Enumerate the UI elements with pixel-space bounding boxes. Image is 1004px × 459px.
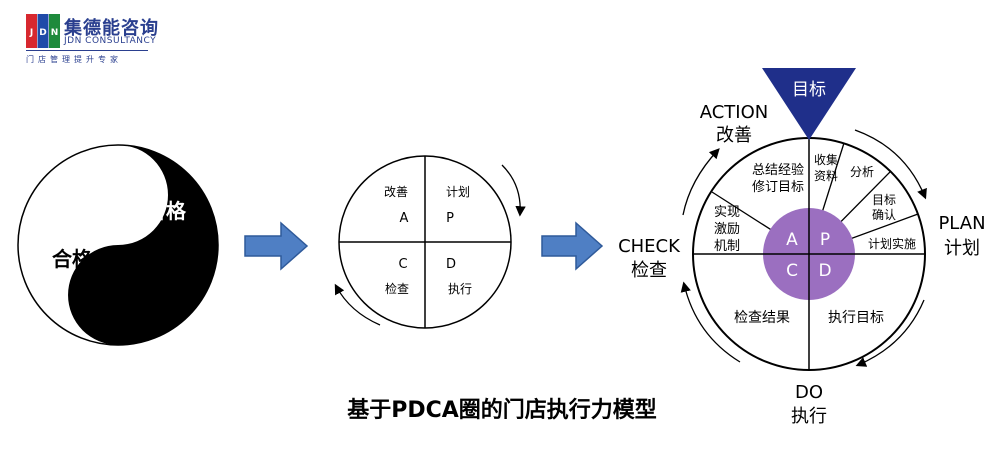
core-c: C — [786, 261, 798, 281]
phase-plan-en: PLAN — [938, 213, 985, 234]
phase-do-en: DO — [795, 382, 823, 403]
phase-check-en: CHECK — [618, 236, 681, 257]
diagram-caption: 基于PDCA圈的门店执行力模型 — [347, 398, 657, 423]
segment-implement: 计划实施 — [868, 236, 916, 251]
pdca-basic-improve: 改善 — [384, 184, 408, 199]
core-a: A — [786, 230, 798, 250]
pdca-basic-check: 检查 — [385, 281, 409, 296]
segment-reward-line3: 机制 — [714, 239, 740, 254]
logo-letter-j: J — [29, 28, 33, 38]
segment-confirm-line2: 确认 — [872, 208, 896, 222]
phase-plan-cn: 计划 — [944, 238, 980, 259]
pdca-detail-circle: A P C D 目标 总结经验 修订目标 收集 资料 分析 目标 确认 计划实施… — [618, 68, 986, 427]
pdca-basic-do: 执行 — [448, 282, 472, 296]
segment-collect-line2: 资料 — [814, 169, 838, 183]
pdca-basic-d: D — [446, 257, 456, 272]
yin-dot — [102, 176, 122, 196]
segment-check-results: 检查结果 — [734, 310, 790, 326]
pdca-basic-plan: 计划 — [446, 185, 470, 199]
yang-dot — [97, 267, 119, 289]
yin-yang-symbol: 不合格 合格 — [17, 144, 219, 346]
logo-tagline: 门店管理提升专家 — [26, 55, 122, 64]
phase-check-cn: 检查 — [631, 260, 667, 281]
core-p: P — [820, 230, 830, 250]
goal-label: 目标 — [792, 80, 826, 100]
segment-execute-goals: 执行目标 — [828, 310, 884, 326]
phase-do-cn: 执行 — [791, 406, 827, 427]
segment-confirm-line1: 目标 — [872, 193, 896, 207]
right-arrow-2 — [541, 221, 604, 271]
rotation-arrow-top — [501, 164, 526, 217]
cycle-arrow-plan-do — [855, 299, 925, 367]
pdca-basic-p: P — [446, 211, 454, 226]
pdca-basic-a: A — [400, 211, 409, 226]
label-unqualified: 不合格 — [126, 199, 187, 223]
segment-summary-line1: 总结经验 — [752, 162, 804, 178]
pdca-basic-c: C — [398, 257, 407, 272]
rotation-arrow-bottom — [334, 283, 381, 326]
label-qualified: 合格 — [52, 247, 93, 271]
jdn-logo-mark: J D N — [26, 14, 60, 48]
segment-analyze: 分析 — [850, 165, 874, 179]
segment-reward-line1: 实现 — [714, 205, 740, 220]
segment-reward-line2: 激励 — [714, 222, 740, 237]
pdca-basic-circle: 改善 A 计划 P C 检查 D 执行 — [334, 155, 526, 329]
logo-name-en: JDN CONSULTANCY — [64, 36, 157, 46]
phase-action-cn: 改善 — [716, 125, 752, 146]
cycle-arrow-action-plan — [854, 129, 927, 200]
cycle-arrow-do-check — [680, 281, 741, 363]
logo-divider — [26, 50, 148, 51]
segment-summary-line2: 修订目标 — [752, 180, 804, 195]
right-arrow-1 — [244, 221, 309, 271]
logo-name-cn: 集德能咨询 — [64, 18, 159, 39]
goal-triangle — [762, 68, 856, 140]
segment-collect-line1: 收集 — [814, 152, 838, 167]
logo-letter-d: D — [39, 28, 46, 38]
logo-letter-n: N — [51, 28, 59, 38]
core-d: D — [818, 261, 831, 281]
cycle-arrow-check-action — [682, 148, 720, 216]
phase-action-en: ACTION — [700, 102, 769, 123]
